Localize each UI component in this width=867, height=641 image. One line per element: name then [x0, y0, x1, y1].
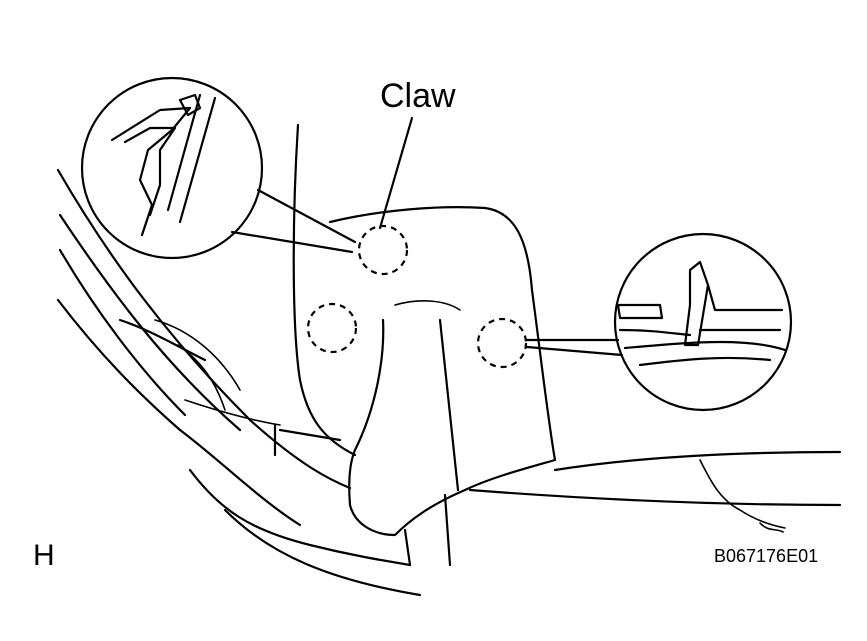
claw-location-right — [476, 317, 528, 369]
trim-panel — [328, 206, 557, 567]
detail-callout-left — [80, 76, 357, 260]
detail-callout-right — [525, 232, 793, 412]
claw-location-left — [306, 302, 358, 354]
claw-location-top — [357, 224, 409, 276]
claw-locations — [306, 224, 528, 369]
body-structure — [56, 123, 842, 597]
claw-leader-line — [378, 116, 414, 230]
view-letter: H — [33, 539, 55, 572]
figure-code: B067176E01 — [714, 546, 818, 566]
claw-label: Claw — [380, 77, 456, 115]
